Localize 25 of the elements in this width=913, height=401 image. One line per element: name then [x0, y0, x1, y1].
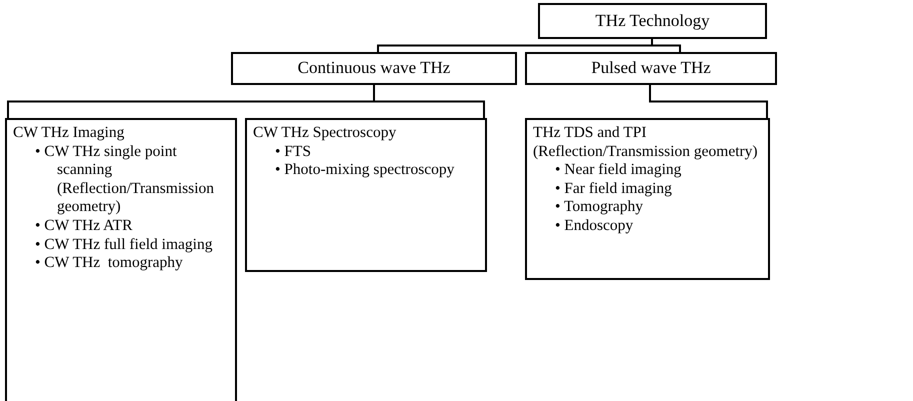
bullet-item: • Endoscopy: [555, 216, 634, 236]
box-heading: THz TDS and TPI (Reflection/Transmission geometry): [533, 124, 759, 162]
category-box: [525, 52, 777, 85]
bullet-item: • Photo-mixing spectroscopy: [275, 161, 456, 180]
connector-line: [651, 39, 681, 52]
connector-line: [649, 85, 768, 118]
bullet-item: • CW THz single point scanning (Reflection/Transmission geometry): [35, 142, 216, 217]
bullet-item: • Tomography: [555, 198, 644, 217]
category-box: [5, 118, 237, 401]
box-heading: Pulsed wave THz: [591, 58, 711, 79]
box-heading: CW THz Imaging: [13, 124, 126, 143]
connector-line: [373, 85, 485, 118]
box-heading: THz Technology: [595, 10, 710, 32]
box-heading: CW THz Spectroscopy: [253, 124, 398, 143]
category-box: [538, 3, 767, 39]
bullet-item: • FTS: [275, 142, 312, 162]
box-heading: Continuous wave THz: [298, 58, 450, 79]
bullet-item: • Near field imaging: [555, 161, 682, 180]
bullet-item: • CW THz tomography: [35, 254, 184, 273]
bullet-item: • Far field imaging: [555, 180, 673, 198]
category-box: [525, 118, 770, 280]
bullet-item: • CW THz full field imaging: [35, 236, 214, 254]
category-box: [231, 52, 517, 85]
category-box: [245, 118, 487, 272]
bullet-item: • CW THz ATR: [35, 216, 134, 236]
